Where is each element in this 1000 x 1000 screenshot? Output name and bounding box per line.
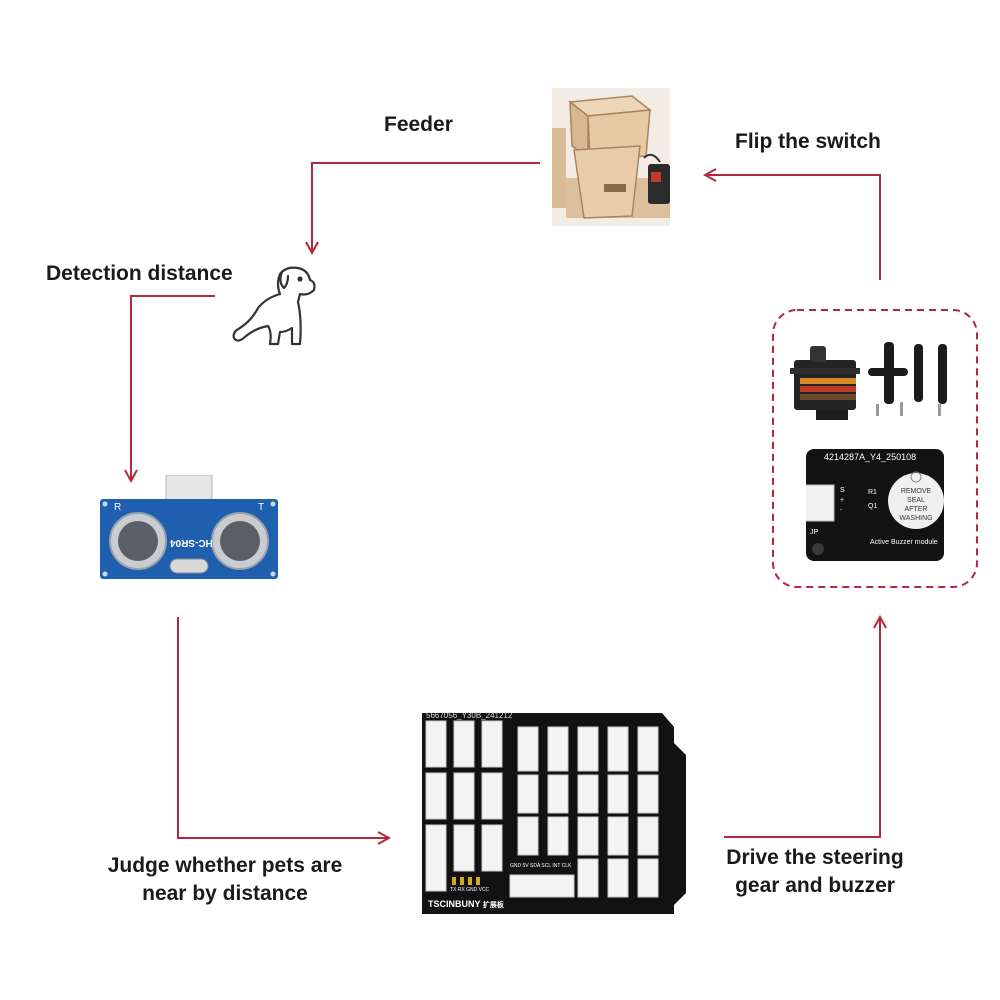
buzzer-pin-s: S	[840, 487, 845, 494]
feeder-image	[552, 88, 670, 226]
detection-distance-label: Detection distance	[46, 262, 233, 285]
buzzer-title: Active Buzzer module	[870, 539, 938, 546]
dog-icon	[232, 266, 316, 346]
buzzer-seal-1: REMOVE	[900, 488, 932, 495]
sensor-side-right: T	[258, 502, 265, 513]
actuator-dashed-box	[772, 309, 978, 588]
servo-image	[790, 342, 947, 420]
drive-label-line2: gear and buzzer	[735, 874, 895, 897]
arrow-actuators-to-feeder	[705, 175, 881, 280]
ultrasonic-sensor: HC-SR04 R T	[100, 474, 278, 581]
buzzer-ref-q1: Q1	[868, 503, 878, 510]
judge-label: Judge whether pets are near by distance	[80, 852, 370, 908]
buzzer-seal-4: WASHING	[899, 515, 933, 522]
buzzer-module-graphic	[803, 449, 944, 561]
board-i2c-pins: GND 5V SDA SCL INT CLK	[510, 863, 572, 869]
buzzer-pin-plus: +	[840, 497, 845, 504]
buzzer-module: 4214287A_Y4_250108 REMOVE SEAL AFTER WAS…	[803, 449, 944, 561]
flip-switch-label: Flip the switch	[735, 130, 881, 153]
buzzer-ref-r1: R1	[868, 489, 877, 496]
judge-label-line2: near by distance	[142, 882, 308, 905]
arrow-feeder-to-dog	[312, 162, 540, 253]
drive-label: Drive the steering gear and buzzer	[700, 844, 930, 900]
buzzer-seal-3: AFTER	[904, 506, 928, 513]
feeder-label: Feeder	[384, 113, 453, 136]
arrow-dog-to-sensor	[131, 295, 215, 481]
ultrasonic-sensor-graphic	[100, 474, 278, 579]
arrow-board-to-actuators	[724, 617, 880, 838]
buzzer-code: 4214287A_Y4_250108	[824, 452, 917, 462]
board-footer: TSCINBUNY 扩展板	[428, 899, 504, 910]
drive-label-line1: Drive the steering	[726, 846, 904, 869]
sensor-model-text: HC-SR04	[170, 537, 213, 548]
buzzer-seal: REMOVE SEAL AFTER WASHING	[892, 487, 940, 523]
board-footer-cn: 扩展板	[482, 902, 504, 909]
buzzer-seal-2: SEAL	[907, 497, 925, 504]
buzzer-pin-minus: -	[840, 507, 843, 514]
board-brand: TSCINBUNY	[428, 899, 481, 909]
buzzer-jp: JP	[810, 529, 819, 536]
expansion-board: 5667056_Y30B_241212 TX RX GND VCC GND 5V…	[422, 711, 686, 914]
expansion-board-graphic	[422, 713, 686, 914]
sensor-side-left: R	[114, 502, 122, 513]
arrow-sensor-to-board	[177, 617, 389, 838]
judge-label-line1: Judge whether pets are	[107, 854, 343, 877]
board-header-text: 5667056_Y30B_241212	[426, 711, 513, 720]
board-uart-pins: TX RX GND VCC	[450, 887, 490, 893]
